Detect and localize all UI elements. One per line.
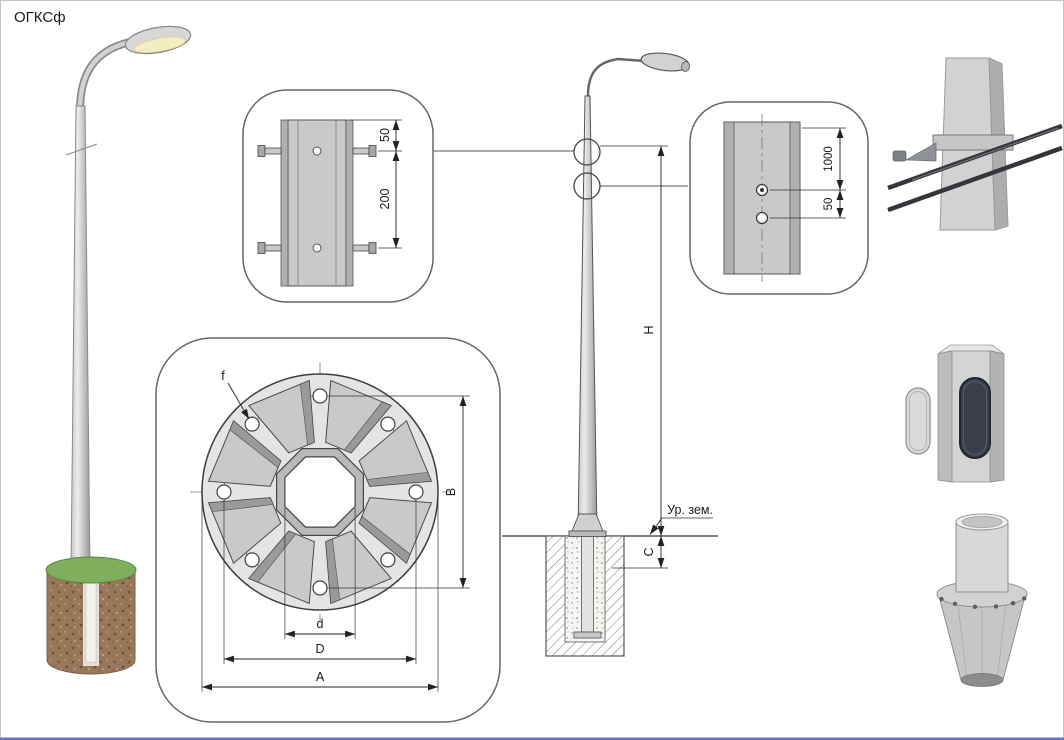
- handhole-3d-render: [905, 344, 1005, 483]
- drawing-title: ОГКСф: [14, 9, 66, 26]
- f-leader: [227, 382, 250, 420]
- hand-hole: [959, 377, 991, 459]
- skirt-bottom: [960, 673, 1004, 687]
- dim-b-label: B: [444, 488, 458, 496]
- dim-a-label: A: [316, 670, 325, 684]
- embedded-pipe: [85, 575, 97, 663]
- flange-plate-right: [345, 119, 354, 287]
- embedded-pole: [581, 535, 594, 633]
- dim-D-label: D: [315, 642, 324, 656]
- detail-marker-upper: [573, 138, 601, 166]
- luminaire-profile: [640, 52, 691, 72]
- clamp-cone: [904, 142, 937, 162]
- tube-bore: [961, 516, 1003, 528]
- base-flare: [571, 513, 604, 532]
- facet-left: [937, 350, 953, 483]
- embedded-base-plate: [573, 631, 602, 639]
- ground-label-arrow: [649, 517, 663, 535]
- ground-bolt-detail-callout: 1000 50: [689, 101, 869, 295]
- window-bottom-edge: [0, 737, 1064, 740]
- grass-top: [45, 556, 137, 584]
- face-hole: [312, 243, 322, 253]
- bolt-detail-callout: 50 200: [242, 89, 574, 303]
- bolt-holes: [216, 388, 424, 596]
- dim-d-label: d: [317, 617, 324, 631]
- bolts: [257, 145, 377, 254]
- flange-plate-left: [280, 119, 289, 287]
- pole-elevation: H C Ур. зем.: [502, 52, 718, 657]
- hole-f-label: f: [221, 369, 225, 383]
- face-hole: [312, 146, 322, 156]
- dim-h-label: H: [642, 325, 656, 334]
- pole-shaft: [70, 105, 91, 573]
- flange-base-3d-render: [936, 513, 1028, 687]
- dim-1000-label: 1000: [823, 146, 835, 172]
- skirt-facet-line: [956, 595, 968, 681]
- skirt-facet-line: [996, 595, 1008, 681]
- weld-seam-mark: [65, 143, 98, 156]
- suspension-wire: [911, 127, 1059, 181]
- suspension-rod: [887, 145, 1063, 213]
- bracket-3d-render: [887, 57, 1063, 231]
- pole-3d-render: [45, 25, 192, 675]
- arm-profile: [586, 57, 646, 97]
- dim-50-label: 50: [823, 198, 835, 211]
- dim-50-label: 50: [378, 128, 392, 142]
- hand-hole-rim: [963, 381, 987, 455]
- flange-bolt-holes: [939, 596, 1027, 609]
- section-edge-right: [789, 121, 801, 275]
- arm: [77, 39, 131, 111]
- pole-profile: [577, 95, 598, 532]
- hole: [755, 211, 769, 225]
- dim-c-label: C: [642, 547, 656, 556]
- hand-hole-cover: [905, 387, 931, 455]
- ground-bolt-center: [760, 188, 764, 192]
- base-plate: [568, 530, 607, 537]
- clamp-fitting: [892, 150, 907, 162]
- cover-inner-line: [909, 391, 927, 451]
- pole-section: [287, 119, 347, 287]
- luminaire-head: [124, 25, 192, 55]
- dim-200-label: 200: [378, 189, 392, 210]
- ground-level-label: Ур. зем.: [667, 503, 713, 517]
- section-edge-left: [723, 121, 735, 275]
- facet-right: [989, 350, 1005, 483]
- flange-detail-callout: f B d D A: [155, 337, 501, 723]
- octagon-inner-hole: [284, 456, 356, 528]
- base-tube: [955, 521, 1009, 593]
